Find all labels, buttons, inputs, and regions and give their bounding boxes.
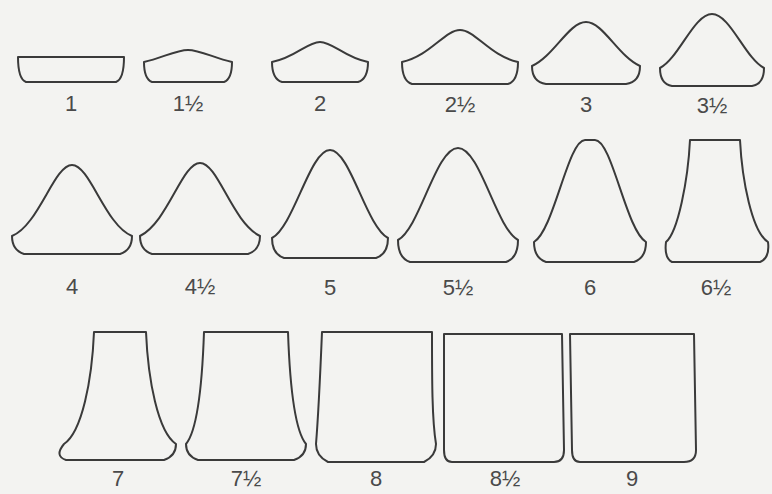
shape-number: 8½ — [490, 468, 521, 490]
shape-number: 3 — [580, 94, 592, 116]
shape-number: 7½ — [231, 468, 262, 490]
profile-shape — [398, 148, 518, 262]
shape-number: 4½ — [185, 276, 216, 298]
profile-shape — [532, 22, 640, 84]
shape-number: 9 — [626, 468, 638, 490]
profile-shape — [660, 14, 764, 86]
profile-shape — [59, 332, 176, 460]
shape-number: 5 — [324, 277, 336, 299]
shape-number: 2½ — [445, 94, 476, 116]
profile-shape — [12, 165, 132, 254]
profile-shape — [402, 30, 518, 84]
shape-number: 5½ — [443, 277, 474, 299]
shape-number: 8 — [370, 468, 382, 490]
profile-shape — [444, 334, 564, 462]
profile-shape — [18, 57, 124, 82]
profile-shape — [316, 332, 436, 462]
profile-shape — [140, 163, 260, 254]
profile-shape — [272, 42, 368, 82]
shape-number: 3½ — [697, 95, 728, 117]
profile-shape — [272, 150, 388, 258]
shape-number: 7 — [112, 468, 124, 490]
profile-shape — [144, 50, 232, 82]
shape-number: 4 — [66, 276, 78, 298]
profile-shape — [570, 334, 696, 462]
shape-number: 1½ — [173, 93, 204, 115]
shape-number: 2 — [314, 93, 326, 115]
profile-shape — [666, 140, 769, 262]
shape-number: 6 — [584, 277, 596, 299]
shape-number: 6½ — [701, 277, 732, 299]
profile-shape — [186, 332, 306, 460]
shape-number: 1 — [65, 93, 77, 115]
profile-shape — [534, 140, 646, 262]
